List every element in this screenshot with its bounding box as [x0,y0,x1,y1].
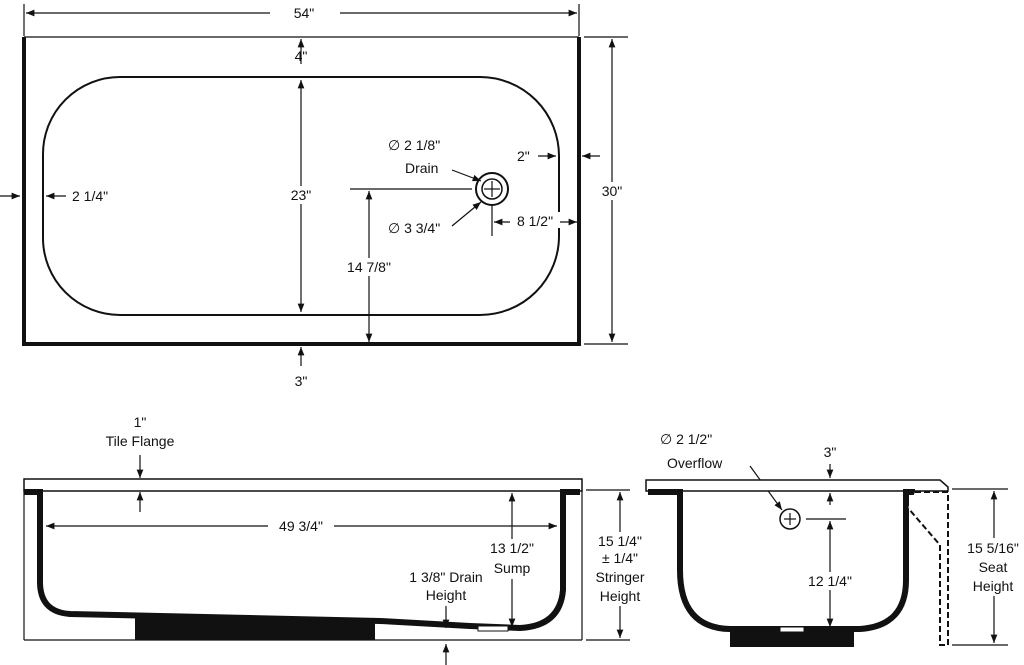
top-view: 54" 4" 23" 3" 2 1/4" 2" 30" [0,4,628,389]
label-bg [268,516,334,534]
drain-from-end-label: 8 1/2" [517,213,553,229]
bottom-length-label: 49 3/4" [279,518,323,534]
apron-skirt [907,491,949,646]
overflow-height-label: 12 1/4" [808,573,852,589]
drain-from-front-label: 14 7/8" [347,259,391,275]
tub-cross-section [24,489,580,632]
drain-height-line2: Height [426,587,467,603]
label-bg [800,572,860,590]
tub-base-support [135,617,375,640]
drain-label: Drain [405,160,438,176]
basin-width-label: 23" [291,187,312,203]
side-deck-label: 3" [824,444,837,460]
seat-line1-label: Seat [979,559,1008,575]
stringer-line2-label: Height [600,588,641,604]
drain-leader [451,169,482,182]
label-bg [280,186,322,204]
front-deck-label: 3" [295,373,308,389]
drain-outer-leader [451,201,482,227]
label-bg [596,182,628,200]
flange-size-label: 1" [134,414,147,430]
back-deck-label: 4" [295,48,308,64]
sump-label: Sump [494,560,531,576]
label-bg [484,539,540,579]
sump-value-label: 13 1/2" [490,540,534,556]
drain-height-line1: 1 3/8" Drain [409,569,482,585]
seat-value-label: 15 5/16" [967,540,1019,556]
front-view: 1" Tile Flange 49 3/4" 13 1/2" Sump 1 3/… [23,414,652,665]
overall-width-label: 30" [602,183,623,199]
flange-label: Tile Flange [106,433,175,449]
left-deck-label: 2 1/4" [72,188,108,204]
overflow-label: Overflow [667,455,723,471]
label-bg [962,538,1024,596]
side-deck-rim [645,479,949,492]
stringer-tolerance-label: ± 1/4" [602,550,638,566]
right-deck-label: 2" [517,148,530,164]
label-bg [510,212,560,228]
stringer-line1-label: Stringer [595,569,644,585]
drain-dia-label: ∅ 2 1/8" [388,137,440,153]
side-view: ∅ 2 1/2" Overflow 3" 12 1/4" 15 5/16" Se… [645,431,1024,647]
overall-length-label: 54" [294,5,315,21]
side-base-support [730,629,854,647]
label-bg [270,4,340,20]
seat-line2-label: Height [973,578,1014,594]
stringer-value-label: 15 1/4" [598,533,642,549]
deck-rim [23,478,583,492]
side-drain-outlet [779,626,805,633]
overflow-dia-label: ∅ 2 1/2" [660,431,712,447]
label-bg [340,258,398,276]
label-bg [590,532,652,606]
drain-outlet [477,625,509,632]
drain-outer-dia-label: ∅ 3 3/4" [388,220,440,236]
basin-outline [42,76,560,316]
